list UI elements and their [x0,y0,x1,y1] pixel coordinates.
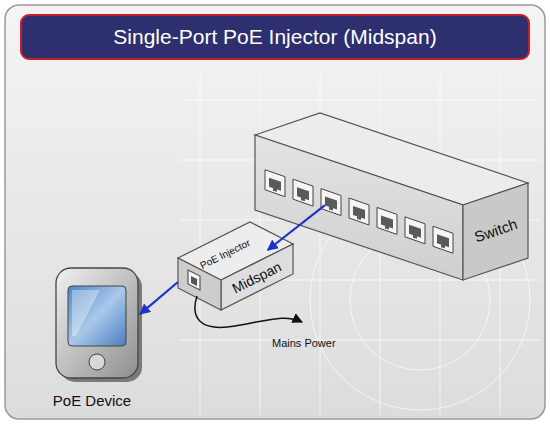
switch-ports [265,170,453,254]
mains-cable [195,296,302,327]
node-text: Switch [472,216,519,246]
injector-body [178,222,293,310]
device-box: PoE Device [40,262,140,412]
injector-box: PoE InjectorMidspan [178,250,293,312]
connector-arrow [268,205,325,250]
grid-texture [180,70,540,415]
node-text: Midspan [230,259,284,296]
switch-box: Switch [325,113,528,280]
cable-label: Mains Power [272,337,336,349]
connector-arrow [140,282,178,314]
switch-body [255,113,528,280]
node-text: PoE Device [53,393,131,410]
poe-device-body [56,268,142,382]
title-banner: Single-Port PoE Injector (Midspan) [20,14,530,60]
panel-ground [5,5,545,419]
